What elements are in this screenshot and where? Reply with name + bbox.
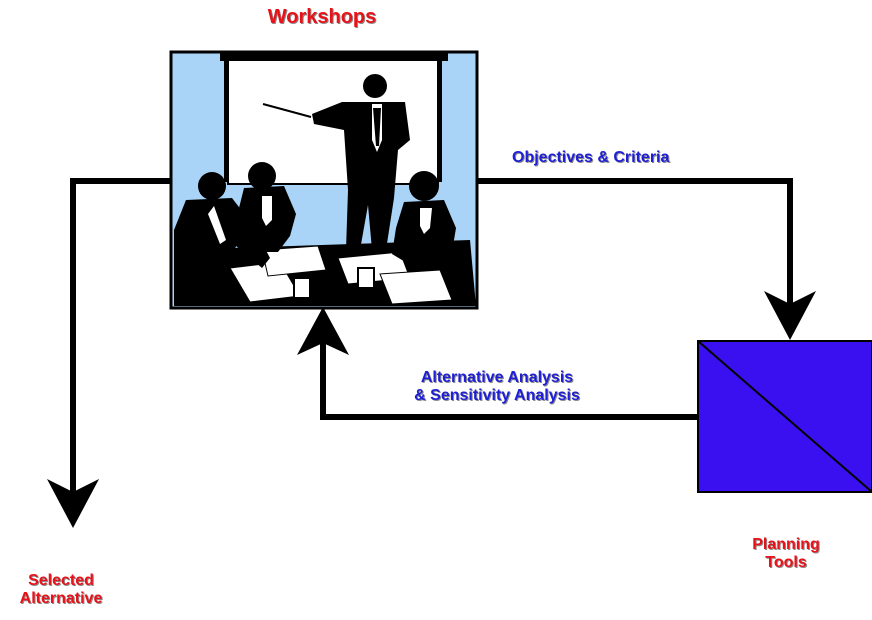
planning-tools-box — [697, 340, 872, 493]
planning-tools-line-2: Tools — [765, 554, 807, 572]
objectives-criteria-label: Objectives & Criteria — [512, 149, 670, 166]
workshops-image — [169, 50, 479, 310]
planning-tools-line-1: Planning — [752, 536, 820, 553]
selected-alternative-line-2: Alternative — [19, 590, 103, 608]
selected-alternative-line-1: Selected — [28, 572, 94, 589]
workshops-label: Workshops — [267, 6, 377, 28]
alternative-analysis-label: Alternative Analysis & Sensitivity Analy… — [366, 369, 628, 406]
connector-objectives-criteria — [476, 178, 816, 340]
alternative-analysis-line-1: Alternative Analysis — [420, 369, 574, 386]
selected-alternative-label: Selected Alternative — [0, 572, 122, 609]
connector-selected-alternative — [47, 178, 172, 528]
planning-tools-label: Planning Tools — [716, 536, 856, 573]
alternative-analysis-line-2: & Sensitivity Analysis — [414, 387, 580, 405]
connector-alternative-analysis — [297, 307, 698, 420]
